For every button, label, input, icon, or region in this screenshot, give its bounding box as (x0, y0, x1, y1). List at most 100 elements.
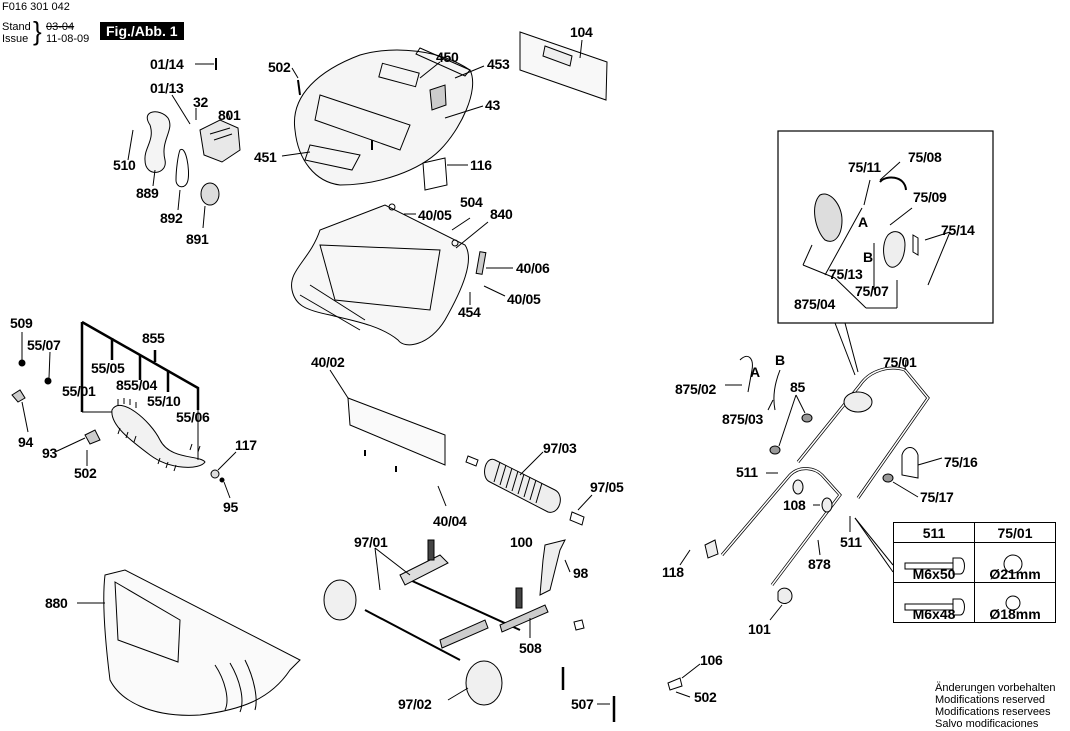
part-101-cap (777, 587, 793, 604)
callout-97-03: 97/03 (543, 440, 577, 456)
spec-screw-1: M6x50 (893, 542, 975, 583)
callout-891: 891 (186, 231, 209, 247)
part-875-02-cable (739, 355, 753, 393)
callout-502-left: 502 (74, 465, 97, 481)
leader-104 (579, 39, 583, 59)
leader-511-table1 (854, 517, 894, 566)
part-891-pulley (200, 182, 220, 206)
grassbox-window (114, 581, 181, 663)
part-85-nut-a (801, 413, 813, 423)
callout-508: 508 (519, 640, 542, 656)
detail-pointer-1 (834, 322, 856, 376)
leader-875-03 (767, 399, 774, 411)
spec-screw-2: M6x48 (893, 582, 975, 623)
leader-43 (444, 105, 484, 119)
cover-recess (314, 94, 411, 151)
leader-511-table2 (854, 517, 894, 573)
part-75-07-cover (883, 231, 906, 268)
callout-32: 32 (193, 94, 208, 110)
frame-assembly (323, 539, 616, 722)
callout-889: 889 (136, 185, 159, 201)
leader-97-02 (447, 687, 469, 701)
spec-diameter-2: Ø18mm (974, 582, 1056, 623)
part-spring (427, 539, 435, 561)
callout-875-02: 875/02 (675, 381, 717, 397)
callout-75-14: 75/14 (941, 222, 975, 238)
callout-75-01: 75/01 (883, 354, 917, 370)
callout-40-02: 40/02 (311, 354, 345, 370)
callout-511-lower: 511 (840, 534, 862, 550)
part-housing (291, 204, 469, 346)
callout-43: 43 (485, 97, 500, 113)
leader-97-05 (577, 494, 593, 511)
part-502-screw (297, 79, 301, 96)
part-97-02-wheel (465, 660, 503, 706)
note-en: Modifications reserved (935, 694, 1046, 706)
leader-106 (681, 663, 701, 679)
callout-75-17: 75/17 (920, 489, 954, 505)
leader-97-01b (374, 547, 381, 591)
part-855-roller (111, 404, 206, 468)
callout-878: 878 (808, 556, 831, 572)
part-clip (573, 619, 585, 631)
callout-detail-B: B (863, 249, 873, 265)
callout-880: 880 (45, 595, 68, 611)
callout-75-16: 75/16 (944, 454, 978, 470)
leader-450 (419, 61, 441, 79)
issue-label: Issue (2, 33, 29, 45)
aerator-roller-assembly (11, 320, 237, 499)
part-55-07 (44, 377, 52, 385)
leader-118 (679, 549, 691, 566)
modifications-notes: Änderungen vorbehalten Modifications res… (935, 682, 1055, 730)
callout-85: 85 (790, 379, 805, 395)
part-509 (18, 359, 26, 367)
callout-510: 510 (113, 157, 136, 173)
detail-box (777, 130, 994, 324)
leader-40-05b (483, 285, 506, 297)
callout-55-01: 55/01 (62, 383, 96, 399)
callout-451: 451 (254, 149, 277, 165)
spec-header-511: 511 (893, 522, 975, 543)
leader-504 (451, 217, 471, 231)
callout-75-11: 75/11 (848, 159, 881, 175)
spec-diameter-1: Ø21mm (974, 542, 1056, 583)
callout-75-08: 75/08 (908, 149, 942, 165)
leader-75-14b (927, 231, 951, 286)
callout-101: 101 (748, 621, 771, 637)
leader-75-09 (889, 207, 913, 226)
spec-header-75-01: 75/01 (974, 522, 1056, 543)
part-117 (210, 469, 220, 479)
leader-891 (202, 205, 206, 229)
callout-A: A (750, 364, 760, 380)
note-de: Änderungen vorbehalten (935, 682, 1056, 694)
callout-117: 117 (235, 437, 257, 453)
part-axle-screw (465, 455, 479, 467)
leader-878 (817, 539, 821, 556)
callout-507: 507 (571, 696, 594, 712)
part-801-motor (199, 119, 241, 163)
callout-97-01: 97/01 (354, 534, 388, 550)
part-108-cap (792, 479, 804, 495)
callout-98: 98 (573, 565, 588, 581)
leader-101 (769, 604, 783, 621)
cover-handle-451 (304, 144, 361, 171)
part-number: F016 301 042 (2, 1, 70, 13)
callout-40-05-top: 40/05 (418, 207, 452, 223)
callout-855-04: 855/04 (116, 377, 158, 393)
callout-108: 108 (783, 497, 806, 513)
callout-511-upper: 511 (736, 464, 758, 480)
leader-97-03 (519, 451, 544, 476)
note-fr: Modifications reservees (935, 706, 1051, 718)
callout-855: 855 (142, 330, 165, 346)
leader-502 (291, 67, 299, 79)
callout-840: 840 (490, 206, 513, 222)
callout-801: 801 (218, 107, 241, 123)
leader-453 (454, 65, 485, 79)
callout-40-04: 40/04 (433, 513, 467, 529)
leader-75-17 (892, 481, 919, 498)
part-switch-box (843, 391, 873, 413)
part-97-03-roller (484, 458, 561, 513)
leader-75-11 (863, 179, 871, 206)
callout-104: 104 (570, 24, 593, 40)
handle-assembly (679, 355, 943, 621)
